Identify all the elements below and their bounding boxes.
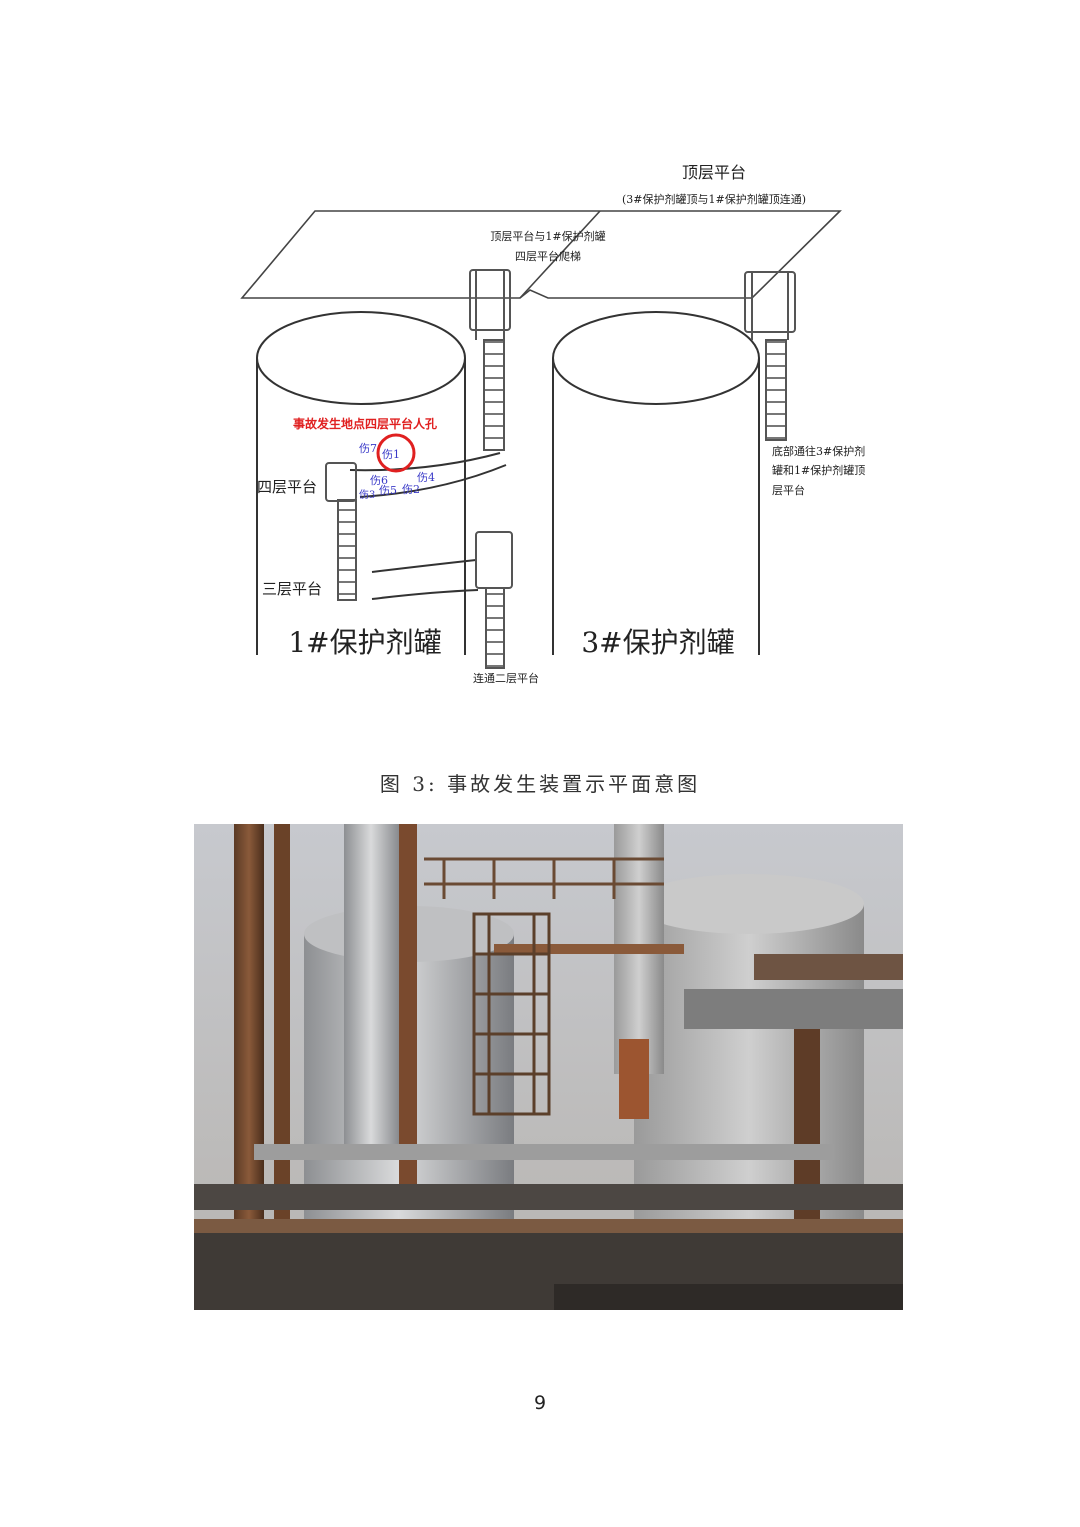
site-photo-illustration (194, 824, 903, 1310)
ladder-label-line2: 四层平台爬梯 (515, 249, 581, 263)
page-number: 9 (533, 1392, 547, 1414)
bottom-access-line2: 罐和1#保护剂罐顶 (772, 463, 865, 477)
fourth-floor-label: 四层平台 (257, 478, 317, 496)
figure-caption: 图 3: 事故发生装置示平面意图 (379, 772, 701, 796)
injured-label-7: 伤7 (359, 442, 377, 455)
third-floor-walkway (371, 559, 479, 600)
ladder-label-line1: 顶层平台与1#保护剂罐 (490, 229, 605, 243)
bottom-access-line3: 层平台 (772, 483, 805, 497)
injured-label-6: 伤6 (370, 474, 388, 487)
tank-1-label: 1#保护剂罐 (288, 626, 441, 659)
ladder-fourth-to-third (325, 462, 357, 601)
top-platform-note: (3#保护剂罐顶与1#保护剂罐顶连通) (622, 192, 806, 206)
fourth-floor-walkway (349, 452, 507, 498)
ladder-top-to-fourth (469, 269, 511, 451)
injured-label-3: 伤3 (359, 488, 375, 501)
injured-label-1: 伤1 (382, 448, 400, 461)
injured-label-5: 伤5 (379, 484, 397, 497)
injured-label-4: 伤4 (417, 471, 435, 484)
second-floor-label: 连通二层平台 (473, 671, 539, 685)
top-platform-plate (240, 210, 842, 299)
tank-3-label: 3#保护剂罐 (581, 626, 734, 659)
injured-label-2: 伤2 (402, 483, 420, 496)
tank-3 (552, 311, 760, 655)
accident-manhole-marker (376, 433, 416, 473)
bottom-access-line1: 底部通往3#保护剂 (772, 444, 865, 458)
site-photo (194, 824, 903, 1310)
ladder-third-to-second (475, 531, 513, 669)
third-floor-label: 三层平台 (262, 580, 322, 598)
accident-label: 事故发生地点四层平台人孔 (293, 416, 437, 431)
accident-site-diagram: 顶层平台 (3#保护剂罐顶与1#保护剂罐顶连通) 顶层平台与1#保护剂罐 四层平… (240, 163, 865, 685)
ladder-tank-3 (744, 271, 796, 441)
top-platform-title: 顶层平台 (682, 163, 746, 182)
tank-1 (256, 311, 466, 655)
